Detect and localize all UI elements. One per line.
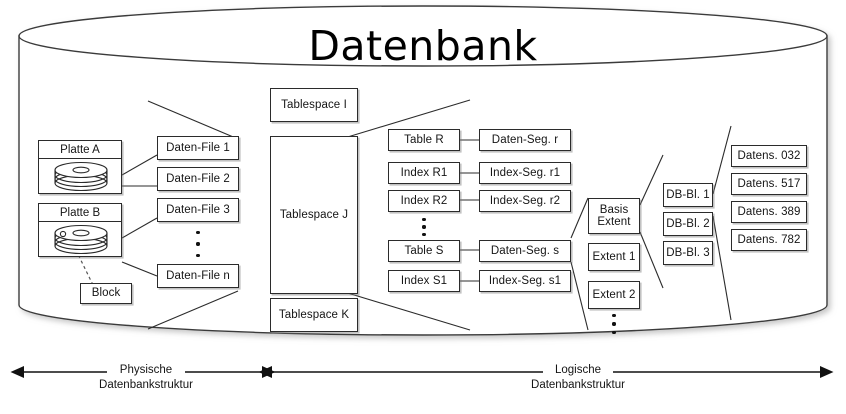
connector-extents-to-dbblocks [639,154,664,289]
tablespace-i-box[interactable]: Tablespace I [270,88,358,122]
connector-segments-to-extents [570,197,589,331]
tablespace-k-box[interactable]: Tablespace K [270,298,358,332]
db-block-1-box[interactable]: DB-Bl. 1 [663,183,713,207]
daten-seg-r-box[interactable]: Daten-Seg. r [479,129,571,151]
connector-platte-b [121,217,158,277]
physical-structure-caption: Physische Datenbankstruktur [99,363,193,391]
data-file-1-box[interactable]: Daten-File 1 [157,136,239,160]
table-s-box[interactable]: Table S [388,240,460,262]
record-389-box[interactable]: Datens. 389 [731,201,807,223]
logical-structure-caption: Logische Datenbankstruktur [531,363,625,391]
connector-objects-to-segments [460,139,479,282]
index-s1-box[interactable]: Index S1 [388,270,460,292]
table-r-box[interactable]: Table R [388,129,460,151]
connector-files-to-tablespace [147,100,239,330]
logical-caption-line2: Datenbankstruktur [531,379,625,391]
data-files-ellipsis [196,231,200,257]
page-title: Datenbank [308,22,538,70]
connector-platte-a [121,154,158,187]
index-seg-r1-box[interactable]: Index-Seg. r1 [479,162,571,184]
basis-extent-box[interactable]: Basis Extent [588,198,640,234]
objects-ellipsis [422,218,426,236]
daten-seg-s-box[interactable]: Daten-Seg. s [479,240,571,262]
basis-extent-line1: Basis [599,203,629,216]
disk-platte-b[interactable]: Platte B [38,203,122,257]
disk-platte-a[interactable]: Platte A [38,140,122,194]
record-032-box[interactable]: Datens. 032 [731,145,807,167]
disk-platte-a-label: Platte A [39,141,121,159]
physical-caption-line1: Physische [119,364,173,376]
tablespace-j-box[interactable]: Tablespace J [270,136,358,294]
index-r2-box[interactable]: Index R2 [388,190,460,212]
index-r1-box[interactable]: Index R1 [388,162,460,184]
extents-ellipsis [612,314,616,334]
db-block-2-box[interactable]: DB-Bl. 2 [663,212,713,236]
extent-1-box[interactable]: Extent 1 [588,243,640,271]
block-box[interactable]: Block [80,283,132,304]
physical-caption-line2: Datenbankstruktur [99,379,193,391]
index-seg-s1-box[interactable]: Index-Seg. s1 [479,270,571,292]
index-seg-r2-box[interactable]: Index-Seg. r2 [479,190,571,212]
db-block-3-box[interactable]: DB-Bl. 3 [663,241,713,265]
data-file-n-box[interactable]: Daten-File n [157,264,239,288]
record-782-box[interactable]: Datens. 782 [731,229,807,251]
connector-dbblocks-to-records [712,125,732,321]
data-file-3-box[interactable]: Daten-File 3 [157,198,239,222]
disk-platte-b-label: Platte B [39,204,121,222]
data-file-2-box[interactable]: Daten-File 2 [157,167,239,191]
disk-platter-icon [39,222,121,257]
basis-extent-line2: Extent [597,216,631,228]
disk-platter-icon [39,159,121,194]
extent-2-box[interactable]: Extent 2 [588,281,640,309]
record-517-box[interactable]: Datens. 517 [731,173,807,195]
logical-caption-line1: Logische [554,364,602,376]
connector-tablespace-to-objects [340,99,471,331]
